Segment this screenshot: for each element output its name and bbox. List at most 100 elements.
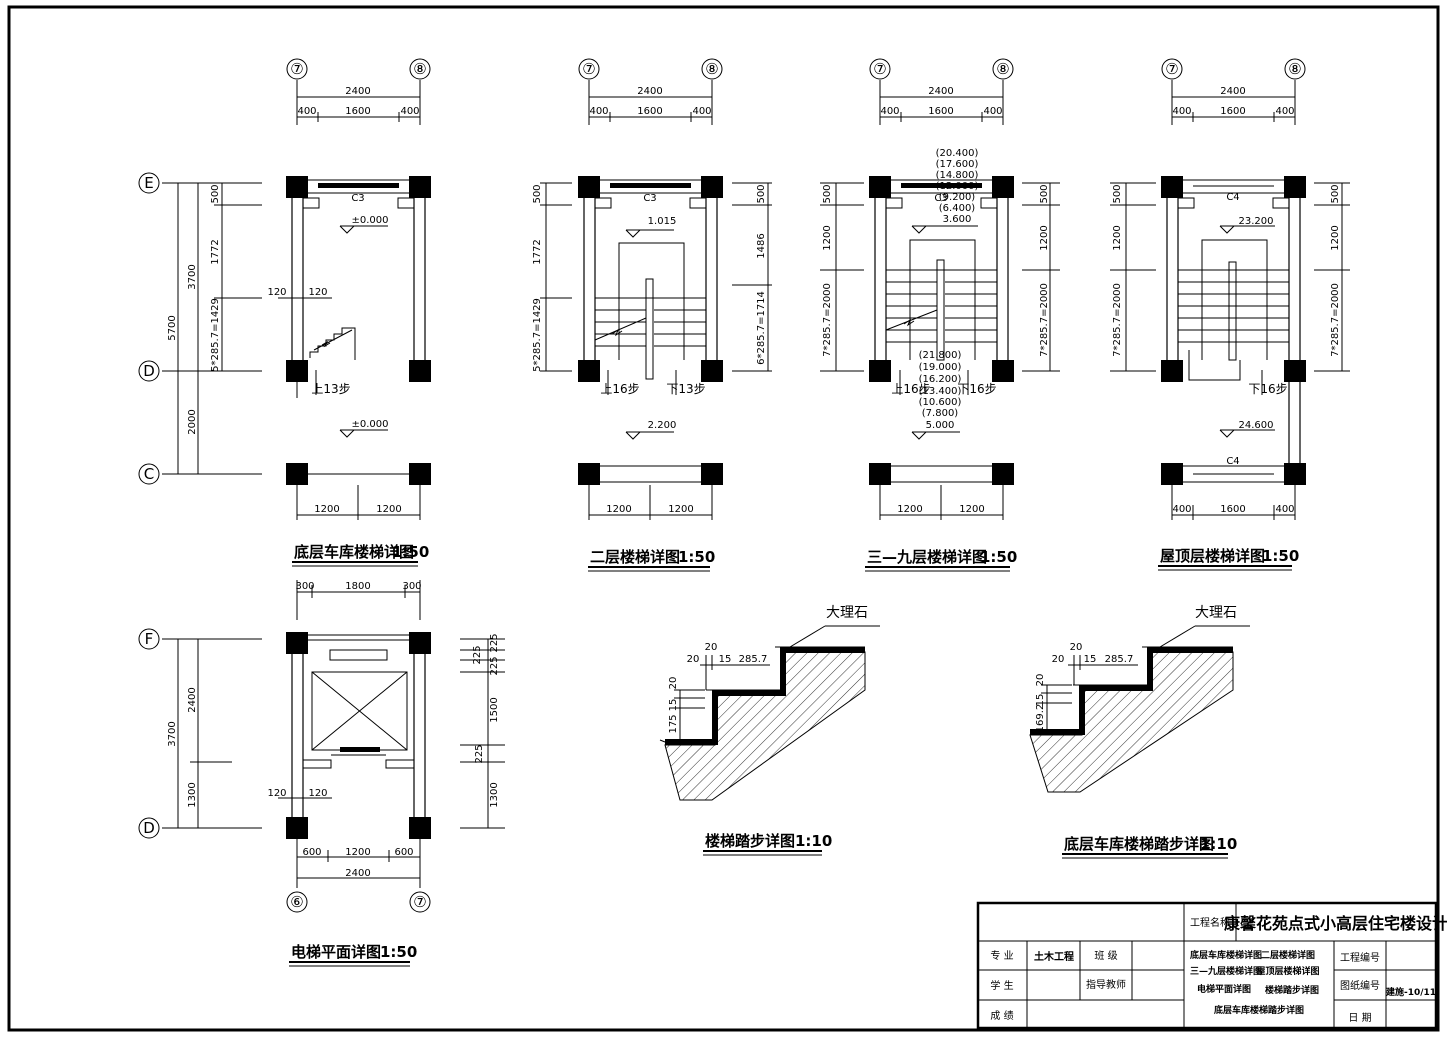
dim-left-c: 7*285.7=2000: [1112, 283, 1123, 357]
garage-tread-detail: 大理石 20 20 15 285.7 20 15 169.2 底层车库楼梯踏步详…: [1029, 605, 1250, 859]
caption-title: 底层车库楼梯详图: [294, 543, 414, 561]
window-tag: C3: [934, 193, 947, 204]
dim-top-c: 400: [692, 106, 711, 117]
dim-right-b: 1200: [1039, 225, 1050, 250]
dim-right-a: 500: [1330, 184, 1341, 203]
dim-bottom-a: 1200: [606, 504, 631, 515]
landing-elev-3: (12.000): [936, 181, 979, 192]
landing-elevations: (20.400) (17.600) (14.800) (12.000) (9.2…: [911, 148, 979, 234]
dim-rise: 169.2: [1035, 704, 1046, 733]
down-label: 下16步: [957, 382, 996, 396]
contents-item-5: 楼梯踏步详图: [1265, 984, 1319, 996]
contents-list: 底层车库楼梯详图 二层楼梯详图 三—九层楼梯详图 屋顶层楼梯详图 电梯平面详图 …: [1190, 949, 1320, 1016]
landing-elev-4: (9.200): [939, 192, 976, 203]
caption-title: 电梯平面详图: [291, 943, 381, 961]
dim-20c: 20: [668, 677, 679, 690]
dim-bottom-a: 1200: [897, 504, 922, 515]
dim-top-c: 400: [1275, 106, 1294, 117]
axis-bubble-right: ⑧: [1288, 60, 1301, 78]
advisor-label: 指导教师: [1086, 978, 1126, 991]
dim-left-total: 3700: [167, 721, 178, 746]
axis-bubble-right: ⑦: [413, 893, 426, 911]
project-no-label: 工程编号: [1340, 951, 1380, 964]
dim-left-c: 7*285.7=2000: [822, 283, 833, 357]
dim-20b: 20: [687, 654, 700, 665]
axis-bubble-right: ⑧: [996, 60, 1009, 78]
axis-bubble-right: ⑧: [705, 60, 718, 78]
axis-bubble-left: ⑦: [290, 60, 303, 78]
dim-right-a: 500: [1039, 184, 1050, 203]
floor-elev-3: (13.400): [919, 386, 962, 397]
tread-detail: 大理石 20 20 15 285.7 20 15 175 楼梯踏步详图 1:10: [659, 605, 880, 856]
dim-right-b: 1200: [1330, 225, 1341, 250]
dim-right-5: 1300: [489, 782, 500, 807]
dim-top-total: 2400: [345, 86, 370, 97]
dim-top-c: 400: [400, 106, 419, 117]
dim-top-a: 400: [1172, 106, 1191, 117]
dim-right-c: 6*285.7=1714: [756, 291, 767, 365]
caption-title: 二层楼梯详图: [590, 548, 680, 566]
window-bottom-tag: C4: [1226, 456, 1239, 467]
roof-stair-plan: ⑦ ⑧ 2400 400 1600 400 500 1200 7*285.7=2…: [1110, 58, 1350, 571]
up-label: 上16步: [600, 382, 639, 396]
caption-scale: 1:50: [380, 943, 417, 961]
dim-bottom-a: 400: [1172, 504, 1191, 515]
dim-right-3: 1500: [489, 697, 500, 722]
axis-bubble-right: ⑧: [413, 60, 426, 78]
dim-rise: 175: [668, 714, 679, 733]
dim-left-c: 5*285.7=1429: [532, 298, 543, 372]
axis-bubble-f: F: [145, 630, 154, 648]
floor-elev-2: (16.200): [919, 374, 962, 385]
dim-left-lower: 1300: [187, 782, 198, 807]
caption-title: 楼梯踏步详图: [705, 832, 795, 850]
dim-bottom-b: 1200: [376, 504, 401, 515]
dim-top-total: 2400: [928, 86, 953, 97]
axis-bubble-c: C: [144, 465, 154, 483]
drawing-no-label: 图纸编号: [1340, 979, 1380, 992]
dim-left-upper: 2400: [187, 687, 198, 712]
dim-15: 15: [719, 654, 732, 665]
dim-right-2b: 225: [489, 656, 500, 675]
axis-bubble-d: D: [143, 362, 155, 380]
ground-stair-plan: ⑦ ⑧ 2400 400 1600 400 E D C 5700 3700 20…: [138, 58, 431, 567]
dim-wall-a: 120: [267, 788, 286, 799]
dim-top-a: 400: [880, 106, 899, 117]
contents-item-4: 电梯平面详图: [1197, 983, 1251, 995]
dim-left-a: 500: [822, 184, 833, 203]
dim-inner-top: 500: [210, 184, 221, 203]
dim-bottom-b: 1200: [668, 504, 693, 515]
elev-floor: 24.600: [1239, 420, 1274, 431]
dim-inner-flight: 5*285.7=1429: [210, 298, 221, 372]
floor-elev-1: (19.000): [919, 362, 962, 373]
landing-elev-0: (20.400): [936, 148, 979, 159]
caption-scale: 1:50: [1262, 547, 1299, 565]
window-tag: C3: [643, 193, 656, 204]
up-label: 上16步: [891, 382, 930, 396]
window-top-tag: C4: [1226, 192, 1239, 203]
dim-20b: 20: [1052, 654, 1065, 665]
second-stair-plan: ⑦ ⑧ 2400 400 1600 400 500 1772 5*285.7=1…: [532, 58, 772, 572]
title-block: 工程名称 康馨花苑点式小高层住宅楼设计 专 业 土木工程 班 级 学 生 指导教…: [976, 901, 1447, 1030]
drawing-no-value: 建施-10/11: [1386, 986, 1436, 998]
axis-bubble-d: D: [143, 819, 155, 837]
caption-scale: 1:50: [678, 548, 715, 566]
contents-item-3: 屋顶层楼梯详图: [1256, 965, 1319, 977]
dim-top-a: 300: [295, 581, 314, 592]
dim-top-b: 1800: [345, 581, 370, 592]
dim-right-1: 225: [489, 633, 500, 652]
dim-right-c: 7*285.7=2000: [1039, 283, 1050, 357]
material-label: 大理石: [826, 605, 868, 621]
caption-scale: 1:50: [392, 543, 429, 561]
dim-top-b: 1600: [637, 106, 662, 117]
dim-bottom-a: 600: [302, 847, 321, 858]
caption-scale: 1:50: [980, 548, 1017, 566]
dim-rise15: 15: [1035, 694, 1046, 707]
dim-left-b: 1200: [1112, 225, 1123, 250]
typical-stair-plan: ⑦ ⑧ 2400 400 1600 400 500 1200 7*285.7=2…: [820, 58, 1060, 572]
dim-bottom-b: 1600: [1220, 504, 1245, 515]
landing-elev-2: (14.800): [936, 170, 979, 181]
dim-wall-b: 120: [308, 788, 327, 799]
elev-landing: 23.200: [1239, 216, 1274, 227]
dim-bottom-a: 1200: [314, 504, 339, 515]
dim-run: 285.7: [1105, 654, 1134, 665]
